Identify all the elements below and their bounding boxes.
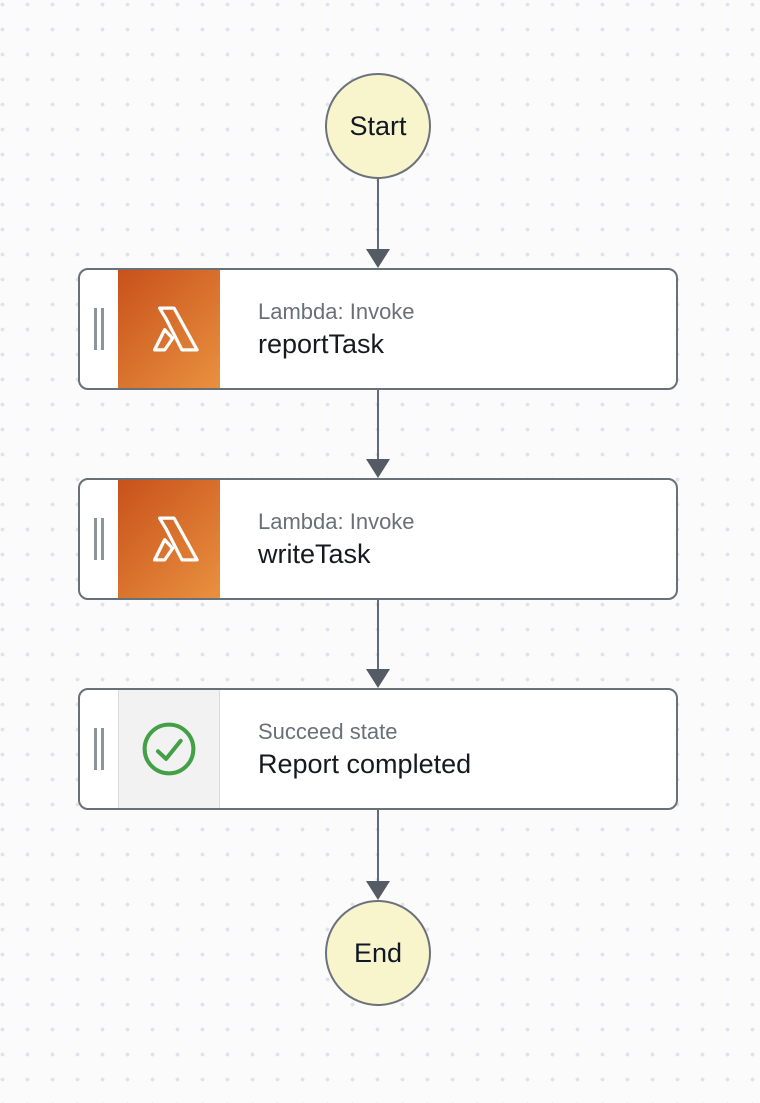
lambda-icon: [118, 480, 220, 598]
node-type-label: Lambda: Invoke: [258, 298, 415, 324]
start-node: Start: [325, 73, 431, 179]
arrowhead-icon: [366, 881, 390, 900]
arrowhead-icon: [366, 249, 390, 268]
connector-line: [377, 390, 379, 460]
drag-handle-icon[interactable]: [80, 270, 118, 388]
check-circle-icon: [118, 690, 220, 808]
state-node-reporttask[interactable]: Lambda: Invoke reportTask: [78, 268, 678, 390]
connector-line: [377, 600, 379, 670]
arrowhead-icon: [366, 669, 390, 688]
arrowhead-icon: [366, 459, 390, 478]
connector-line: [377, 810, 379, 882]
drag-handle-icon[interactable]: [80, 480, 118, 598]
connector-line: [377, 179, 379, 251]
node-title: writeTask: [258, 538, 371, 569]
node-text: Succeed state Report completed: [220, 690, 676, 808]
node-type-label: Lambda: Invoke: [258, 508, 415, 534]
state-node-writetask[interactable]: Lambda: Invoke writeTask: [78, 478, 678, 600]
node-title: Report completed: [258, 748, 472, 779]
end-label: End: [353, 937, 403, 968]
node-type-label: Succeed state: [258, 718, 398, 744]
node-title: reportTask: [258, 328, 385, 359]
state-node-report-completed[interactable]: Succeed state Report completed: [78, 688, 678, 810]
node-text: Lambda: Invoke reportTask: [220, 270, 676, 388]
start-label: Start: [349, 110, 407, 141]
node-text: Lambda: Invoke writeTask: [220, 480, 676, 598]
drag-handle-icon[interactable]: [80, 690, 118, 808]
end-node: End: [325, 900, 431, 1006]
lambda-icon: [118, 270, 220, 388]
